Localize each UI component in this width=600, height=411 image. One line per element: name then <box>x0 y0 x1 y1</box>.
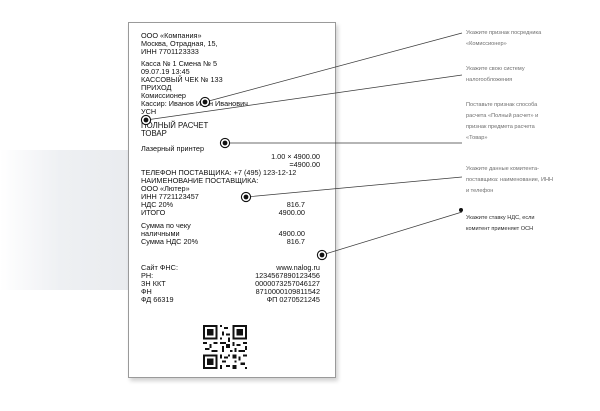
receipt-zn-value: 0000073257046127 <box>255 279 320 288</box>
receipt-sum-vat-value: 816.7 <box>286 237 305 246</box>
receipt-zn-label: ЗН ККТ <box>141 279 166 288</box>
callout-line-vat <box>321 211 463 256</box>
background-band <box>0 150 135 290</box>
receipt-shift: Касса № 1 Смена № 5 <box>141 59 218 68</box>
receipt-item-name: Лазерный принтер <box>141 144 205 153</box>
receipt-fn-value: 8710000109811542 <box>255 287 320 296</box>
receipt-supplier-name: ООО «Лютер» <box>141 184 190 193</box>
note-tax: Укажите свою систему налогообложения <box>466 64 596 86</box>
note-supplier-line3: и телефон <box>466 188 494 194</box>
note-supplier-line1: Укажите данные комитента- <box>466 166 540 172</box>
receipt-payment-method: ПОЛНЫЙ РАСЧЕТ <box>141 121 209 130</box>
receipt-cashier: Кассир: Иванов Иван Иванович <box>141 99 248 108</box>
note-vat-line1: Укажите ставку НДС, если <box>466 215 535 221</box>
receipt-rn-value: 1234567890123456 <box>255 271 320 280</box>
note-payment: Поставьте признак способа расчета «Полны… <box>466 100 596 144</box>
receipt-vat-label: НДС 20% <box>141 200 174 209</box>
note-vat: Укажите ставку НДС, если комитент примен… <box>466 213 596 235</box>
receipt-inn: ИНН 7701123333 <box>141 47 199 56</box>
receipt-tax-system: УСН <box>141 107 157 116</box>
note-supplier-line2: поставщика: наименование, ИНН <box>466 177 554 183</box>
receipt-item-calc: 1.00 × 4900.00 <box>271 152 320 161</box>
note-payment-line1: Поставьте признак способа <box>466 102 538 108</box>
receipt-fd-label: ФД 66319 <box>141 295 174 304</box>
receipt-vat-value: 816.7 <box>286 200 305 209</box>
receipt-item-total: =4900.00 <box>289 160 320 169</box>
receipt-sum-vat-label: Сумма НДС 20% <box>141 237 199 246</box>
receipt-subject-type: ТОВАР <box>141 129 167 138</box>
receipt-supplier-inn: ИНН 7721123457 <box>141 192 199 201</box>
note-tax-line1: Укажите свою систему <box>466 66 525 72</box>
receipt-sum-label: Сумма по чеку <box>141 221 191 230</box>
qr-code-icon <box>203 325 247 369</box>
note-payment-line2: расчета «Полный расчет» и <box>466 113 539 119</box>
note-payment-line3: признак предмета расчета <box>466 124 535 130</box>
receipt-total-label: ИТОГО <box>141 208 166 217</box>
receipt-supplier-name-label: НАИМЕНОВАНИЕ ПОСТАВЩИКА: <box>141 176 259 185</box>
receipt-total-value: 4900.00 <box>278 208 305 217</box>
note-tax-line2: налогообложения <box>466 77 513 83</box>
receipt: ООО «Компания» Москва, Отрадная, 15, ИНН… <box>128 22 336 378</box>
receipt-rn-label: РН: <box>141 271 154 280</box>
note-agent: Укажите признак посредника «Комиссионер» <box>466 28 596 50</box>
receipt-supplier-phone: ТЕЛЕФОН ПОСТАВЩИКА: +7 (495) 123-12-12 <box>141 168 297 177</box>
note-supplier: Укажите данные комитента- поставщика: на… <box>466 164 596 197</box>
note-payment-line4: «Товар» <box>466 135 488 141</box>
receipt-fns-value: www.nalog.ru <box>276 263 320 272</box>
receipt-datetime: 09.07.19 13:45 <box>141 67 190 76</box>
receipt-fns-label: Сайт ФНС: <box>141 263 178 272</box>
note-vat-line2: комитент применяет ОСН <box>466 226 534 232</box>
receipt-address: Москва, Отрадная, 15, <box>141 39 218 48</box>
receipt-cash-label: наличными <box>141 229 180 238</box>
note-agent-line1: Укажите признак посредника <box>466 30 542 36</box>
receipt-company: ООО «Компания» <box>141 31 202 40</box>
note-agent-line2: «Комиссионер» <box>466 41 507 47</box>
bullet-dot-icon <box>459 208 463 212</box>
receipt-fp-value: ФП 0270521245 <box>266 295 320 304</box>
receipt-fn-label: ФН <box>141 287 152 296</box>
receipt-cash-value: 4900.00 <box>278 229 305 238</box>
